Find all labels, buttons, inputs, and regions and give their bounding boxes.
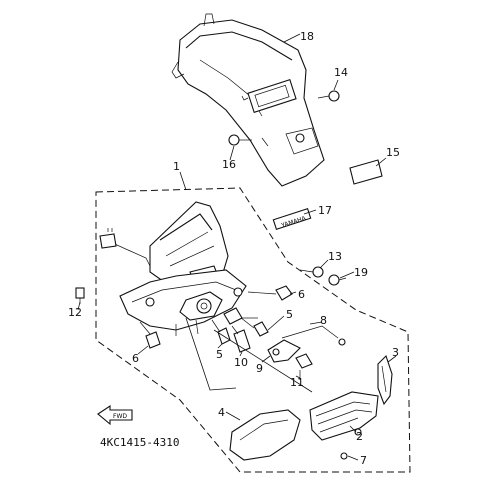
callout-8: 8 [320, 314, 327, 327]
callout-10: 10 [234, 356, 248, 369]
callout-6b: 6 [132, 352, 139, 365]
license-light-9 [267, 325, 346, 369]
lens-4 [229, 409, 301, 461]
callout-14: 14 [334, 66, 348, 79]
screw-7 [340, 428, 362, 460]
callout-1: 1 [173, 160, 180, 173]
part-code: 4KC1415-4310 [100, 436, 179, 449]
reflector-plate-15 [349, 159, 383, 185]
callout-5a: 5 [286, 308, 293, 321]
taillight-housing [99, 201, 247, 336]
rear-fender [171, 13, 325, 187]
callout-15: 15 [386, 146, 400, 159]
lens-2 [309, 391, 379, 441]
bulb-5-lower [211, 319, 231, 345]
emblem-strip-17: YAMAHA [272, 207, 312, 231]
callout-2: 2 [356, 430, 363, 443]
callout-labels: 1 2 3 4 5 5 6 6 7 8 9 10 11 12 13 14 15 … [68, 30, 400, 467]
callout-7: 7 [360, 454, 367, 467]
callout-17: 17 [318, 204, 332, 217]
fwd-text: FWD [113, 413, 127, 420]
clip-12 [75, 287, 85, 304]
socket-10 [231, 325, 251, 353]
fwd-arrow: FWD [97, 404, 133, 426]
callout-18: 18 [300, 30, 314, 43]
side-reflector-3 [377, 354, 393, 406]
callout-11: 11 [290, 376, 304, 389]
callout-leaders [77, 33, 397, 461]
callout-5b: 5 [216, 348, 223, 361]
callout-19: 19 [354, 266, 368, 279]
bulb-6-right [247, 285, 293, 301]
callout-13: 13 [328, 250, 342, 263]
callout-6a: 6 [298, 288, 305, 301]
callout-4: 4 [218, 406, 225, 419]
socket-8 [223, 307, 258, 325]
grommet-13 [299, 266, 324, 278]
bulb-6-left [139, 321, 161, 349]
assembly-boundary [95, 187, 411, 473]
callout-3: 3 [392, 346, 399, 359]
callout-16: 16 [222, 158, 236, 171]
callout-12: 12 [68, 306, 82, 319]
bolt-14 [317, 90, 340, 102]
bolt-19 [328, 274, 347, 286]
nut-16 [228, 134, 252, 146]
callout-9: 9 [256, 362, 263, 375]
